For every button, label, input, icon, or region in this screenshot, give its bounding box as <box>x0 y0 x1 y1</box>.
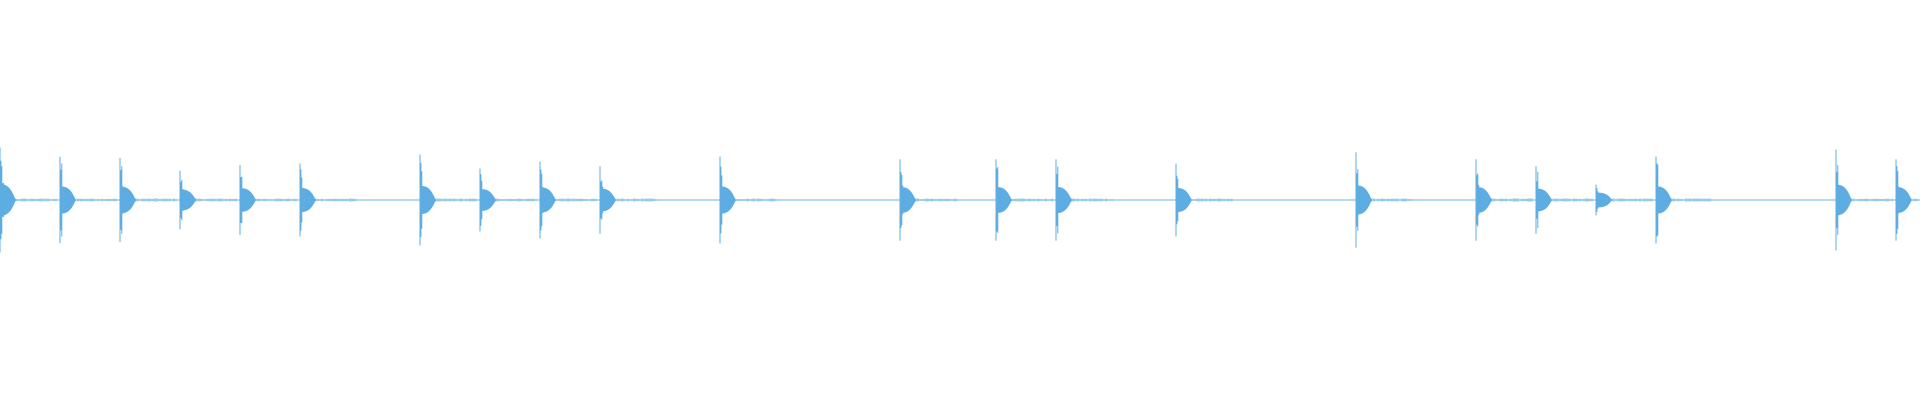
waveform-event-tail <box>1189 198 1233 202</box>
waveform-event-tail <box>613 198 657 202</box>
waveform-event-tail <box>1489 198 1533 202</box>
waveform-event-tail <box>1009 198 1053 202</box>
waveform-event-tail <box>1609 198 1653 202</box>
waveform-event-spikes <box>599 166 613 234</box>
waveform-event-spikes <box>1355 152 1369 248</box>
waveform-event-tail <box>13 198 57 202</box>
waveform-event-tail <box>433 198 477 202</box>
waveform-event-spikes <box>1475 159 1489 241</box>
waveform-event-spikes <box>1835 149 1849 251</box>
waveform-event-tail <box>733 198 777 202</box>
waveform-event-spikes <box>239 165 253 235</box>
waveform-event-tail <box>253 198 297 202</box>
waveform-event-spikes <box>1595 184 1609 216</box>
waveform-event-tail <box>73 198 117 202</box>
waveform-event-tail <box>313 198 357 202</box>
waveform-event-tail <box>1909 198 1919 202</box>
waveform-event-spikes <box>419 154 433 246</box>
waveform-event-spikes <box>299 163 313 237</box>
waveform-event-tail <box>1849 198 1893 202</box>
waveform-event-tail <box>1669 198 1713 202</box>
waveform-event-tail <box>493 198 537 202</box>
waveform-event-spikes <box>119 158 133 242</box>
waveform-event-spikes <box>1055 159 1069 241</box>
waveform-event-spikes <box>479 168 493 232</box>
waveform-event-spikes <box>899 159 913 241</box>
waveform-event-spikes <box>1655 156 1669 244</box>
waveform-event-tail <box>553 198 597 202</box>
waveform-event-tail <box>1069 198 1113 202</box>
waveform-event-tail <box>1369 198 1413 202</box>
waveform-event-spikes <box>995 159 1009 241</box>
waveform-event-spikes <box>0 147 13 253</box>
waveform-event-spikes <box>179 170 193 230</box>
waveform-event-tail <box>133 198 177 202</box>
waveform-event-spikes <box>1895 159 1909 241</box>
waveform-event-spikes <box>1535 166 1549 234</box>
waveform-event-spikes <box>539 161 553 239</box>
waveform-events <box>0 147 1919 253</box>
waveform-event-tail <box>193 198 237 202</box>
waveform-event-tail <box>913 198 957 202</box>
waveform-event-spikes <box>719 156 733 244</box>
waveform-event-tail <box>1549 198 1593 202</box>
waveform-event-spikes <box>1175 163 1189 237</box>
waveform-event-spikes <box>59 156 73 244</box>
